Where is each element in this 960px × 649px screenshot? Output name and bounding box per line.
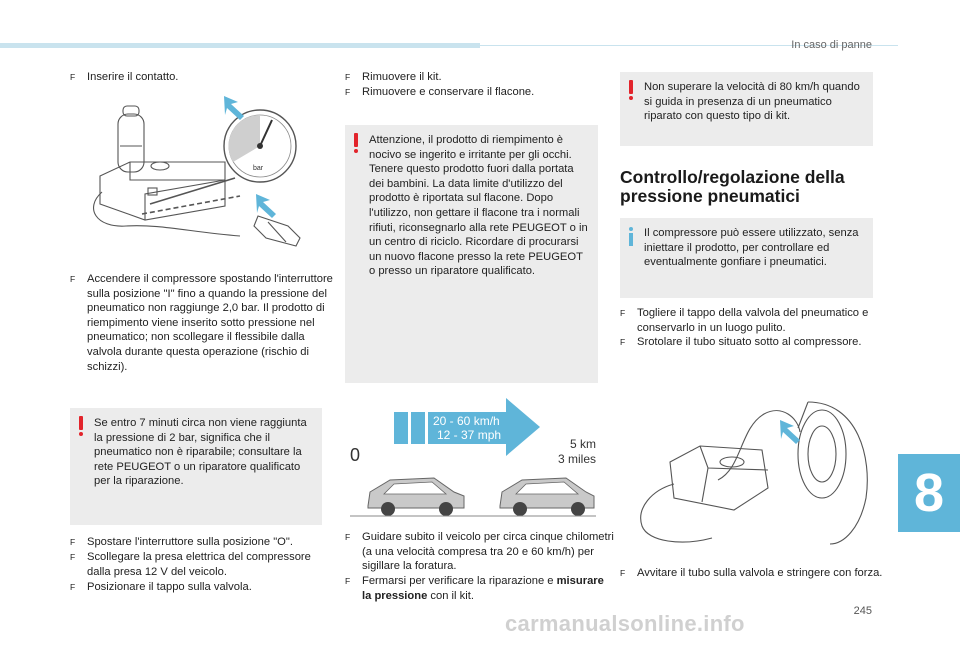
bullet-marker: F xyxy=(345,532,351,542)
watermark: carmanualsonline.info xyxy=(505,611,745,636)
direction-arrow-graphic xyxy=(428,398,540,456)
running-title: In caso di panne xyxy=(791,39,872,51)
step-switch-off: F Spostare l'interruttore sulla posizion… xyxy=(70,535,337,550)
bullet-marker: F xyxy=(345,87,351,97)
compressor-gauge-illustration: bar xyxy=(93,96,301,247)
step-remove-valve-cap: F Togliere il tappo della valvola del pn… xyxy=(620,306,895,335)
step-screw-hose: F Avvitare il tubo sulla valvola e strin… xyxy=(620,566,895,581)
header-accent-bar xyxy=(0,43,480,48)
bullet-marker: F xyxy=(70,552,76,562)
step-turn-on-compressor: F Accendere il compressore spostando l'i… xyxy=(70,272,337,374)
speed-mph-label: 12 - 37 mph xyxy=(437,428,502,442)
section-heading: Controllo/regolazione della pressione pn… xyxy=(620,167,845,206)
warning-box-pressure: Se entro 7 minuti circa non viene raggiu… xyxy=(70,408,322,525)
step-unplug: F Scollegare la presa elettrica del comp… xyxy=(70,550,337,579)
step-stop-check: F Fermarsi per verificare la riparazione… xyxy=(345,574,614,603)
warning-text: Se entro 7 minuti circa non viene raggiu… xyxy=(94,417,307,488)
info-icon xyxy=(629,227,634,246)
bullet-marker: F xyxy=(620,337,626,347)
compressor-tyre-illustration xyxy=(640,401,868,545)
bullet-marker: F xyxy=(620,568,626,578)
step-insert-ignition: F Inserire il contatto. xyxy=(70,70,337,85)
distance-zero-label: 0 xyxy=(350,445,361,465)
speed-kmh-label: 20 - 60 km/h xyxy=(433,414,500,428)
warning-exclamation-icon xyxy=(78,416,84,436)
step-text: Avvitare il tubo sulla valvola e stringe… xyxy=(637,567,883,579)
step-unroll-hose: F Srotolare il tubo situato sotto al com… xyxy=(620,335,895,350)
step-text: Accendere il compressore spostando l'int… xyxy=(87,273,333,373)
distance-miles-label: 3 miles xyxy=(557,452,596,466)
step-text-part: con il kit. xyxy=(427,589,474,602)
step-text: Rimuovere e conservare il flacone. xyxy=(362,86,535,98)
warning-box-product: Attenzione, il prodotto di riempimento è… xyxy=(345,125,598,383)
step-keep-bottle: F Rimuovere e conservare il flacone. xyxy=(345,85,612,100)
warning-text: Attenzione, il prodotto di riempimento è… xyxy=(369,134,588,278)
distance-km-label: 5 km xyxy=(569,437,596,451)
bullet-marker: F xyxy=(70,537,76,547)
bullet-marker: F xyxy=(70,582,76,592)
step-drive: F Guidare subito il veicolo per circa ci… xyxy=(345,530,614,574)
bullet-marker: F xyxy=(345,72,351,82)
step-text: Guidare subito il veicolo per circa cinq… xyxy=(362,531,614,573)
bullet-marker: F xyxy=(70,72,76,82)
step-text: Rimuovere il kit. xyxy=(362,71,442,83)
page-number: 245 xyxy=(853,605,872,617)
step-replace-cap: F Posizionare il tappo sulla valvola. xyxy=(70,580,337,595)
step-text: Srotolare il tubo situato sotto al compr… xyxy=(637,336,862,348)
warning-text: Non superare la velocità di 80 km/h quan… xyxy=(644,81,860,123)
step-text-part: Fermarsi per verificare la riparazione e xyxy=(362,575,557,587)
step-text: Posizionare il tappo sulla valvola. xyxy=(87,581,252,593)
header-rule xyxy=(480,45,898,46)
bullet-marker: F xyxy=(620,308,626,318)
gauge-unit-label: bar xyxy=(253,165,264,172)
info-text: Il compressore può essere utilizzato, se… xyxy=(644,227,859,269)
warning-exclamation-icon xyxy=(353,133,359,153)
step-text: Fermarsi per verificare la riparazione e… xyxy=(362,574,614,603)
step-text: Inserire il contatto. xyxy=(87,71,179,83)
cars-illustration xyxy=(350,477,596,517)
chapter-tab: 8 xyxy=(898,454,960,532)
warning-box-speed-limit: Non superare la velocità di 80 km/h quan… xyxy=(620,72,873,146)
bullet-marker: F xyxy=(345,576,351,586)
step-text: Spostare l'interruttore sulla posizione … xyxy=(87,536,293,548)
step-text-bold: misurare la pressione xyxy=(362,575,604,602)
speed-bar-1 xyxy=(394,412,408,444)
step-text: Scollegare la presa elettrica del compre… xyxy=(87,551,311,578)
bullet-marker: F xyxy=(70,274,76,284)
info-box-compressor: Il compressore può essere utilizzato, se… xyxy=(620,218,873,298)
warning-exclamation-icon xyxy=(628,80,634,100)
step-text: Togliere il tappo della valvola del pneu… xyxy=(637,307,869,334)
step-remove-kit: F Rimuovere il kit. xyxy=(345,70,612,85)
speed-bar-2 xyxy=(411,412,425,444)
